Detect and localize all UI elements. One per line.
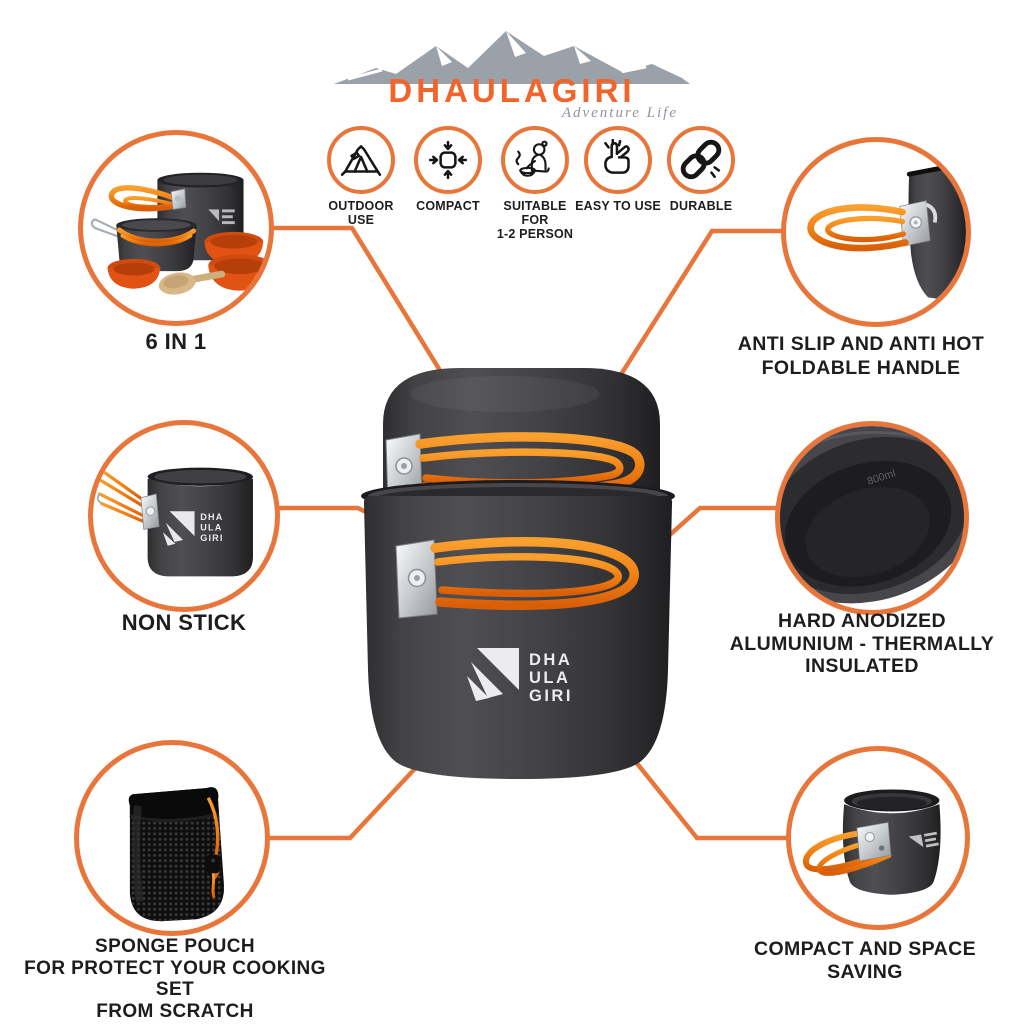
- feature-label: EASY TO USE: [574, 199, 662, 213]
- callout-foldable-handle-circle: [781, 137, 971, 327]
- mini-pot-logo-line: ULA: [200, 522, 222, 532]
- callout-non-stick-label: NON STICK: [86, 610, 282, 635]
- feature-label-line: DURABLE: [669, 199, 733, 213]
- feature-label: SUITABLE FOR 1-2 PERSON: [491, 199, 579, 241]
- label-line: COMPACT AND SPACE SAVING: [753, 938, 977, 983]
- pot-logo-line: GIRI: [529, 687, 573, 705]
- feature-durable: DURABLE: [657, 126, 745, 213]
- non-stick-photo: DHA ULA GIRI: [95, 467, 253, 577]
- brand-tagline: Adventure Life: [561, 105, 678, 120]
- compact-saving-photo: [803, 789, 941, 895]
- product-image: DHA ULA GIRI: [361, 368, 675, 779]
- feature-label: OUTDOOR USE: [317, 199, 405, 227]
- lower-handle: [430, 537, 639, 610]
- compact-icon: [428, 140, 468, 180]
- callout-hard-anodized-label: HARD ANODIZED ALUMUNIUM - THERMALLY INSU…: [721, 610, 1003, 678]
- brand-logo: DHAULAGIRI Adventure Life: [334, 31, 690, 120]
- feature-easy-to-use: EASY TO USE: [574, 126, 662, 213]
- pot-logo-line: DHA: [529, 651, 572, 669]
- feature-label-line: EASY TO USE: [575, 199, 661, 213]
- feature-outdoor-use: OUTDOOR USE: [317, 126, 405, 227]
- mini-pot-logo-line: DHA: [200, 512, 223, 522]
- label-line: SPONGE POUCH: [95, 936, 255, 957]
- label-line: 6 IN 1: [145, 329, 207, 354]
- mini-pot-logo-line: GIRI: [200, 533, 223, 543]
- label-line: HARD ANODIZED: [777, 610, 947, 632]
- feature-circle: [667, 126, 735, 194]
- brand-name: DHAULAGIRI: [388, 72, 635, 109]
- six-in-one-photo: [90, 172, 269, 295]
- callout-sponge-pouch-circle: [74, 740, 270, 936]
- label-line: ANTI SLIP AND ANTI HOT: [737, 333, 985, 355]
- callout-six-in-one-circle: [78, 130, 274, 326]
- callout-sponge-pouch-label: SPONGE POUCH FOR PROTECT YOUR COOKING SE…: [24, 936, 326, 1022]
- label-line: FOLDABLE HANDLE: [761, 356, 961, 379]
- callout-hard-anodized-circle: 800ml: [775, 421, 969, 615]
- label-line: FOR PROTECT YOUR COOKING SET: [24, 957, 326, 1001]
- tent-icon: [340, 145, 382, 176]
- callout-non-stick-circle: DHA ULA GIRI: [88, 420, 280, 612]
- snap-fingers-icon: [604, 139, 630, 174]
- feature-label: COMPACT: [404, 199, 492, 213]
- feature-suitable-for: SUITABLE FOR 1-2 PERSON: [491, 126, 579, 241]
- feature-circle: [327, 126, 395, 194]
- foldable-handle-photo: [807, 164, 966, 304]
- feature-label-line: COMPACT: [416, 199, 480, 213]
- feature-label-line: OUTDOOR USE: [328, 199, 394, 227]
- feature-label-line: 1-2 PERSON: [496, 227, 574, 241]
- feature-circle: [501, 126, 569, 194]
- label-line: ALUMUNIUM - THERMALLY: [729, 632, 995, 655]
- lower-pot: DHA ULA GIRI: [361, 480, 675, 779]
- callout-six-in-one-label: 6 IN 1: [78, 329, 274, 354]
- feature-circle: [584, 126, 652, 194]
- feature-label: DURABLE: [657, 199, 745, 213]
- label-line: INSULATED: [805, 655, 919, 677]
- feature-label-line: SUITABLE FOR: [503, 199, 567, 227]
- feature-compact: COMPACT: [404, 126, 492, 213]
- callout-foldable-handle-label: ANTI SLIP AND ANTI HOT FOLDABLE HANDLE: [731, 333, 991, 380]
- feature-circle: [414, 126, 482, 194]
- label-line: NON STICK: [121, 610, 247, 635]
- callout-compact-saving-label: COMPACT AND SPACE SAVING: [715, 938, 1015, 984]
- sponge-pouch-photo: [128, 787, 225, 922]
- mountain-graphic: [334, 31, 690, 84]
- pot-logo-line: ULA: [529, 669, 570, 687]
- callout-compact-saving-circle: [786, 746, 970, 930]
- hard-anodized-photo: 800ml: [780, 426, 964, 604]
- pot-logo: DHA ULA GIRI: [467, 648, 573, 705]
- chain-link-icon: [680, 139, 722, 180]
- label-line: FROM SCRATCH: [96, 1000, 254, 1022]
- person-cooking-icon: [515, 140, 550, 177]
